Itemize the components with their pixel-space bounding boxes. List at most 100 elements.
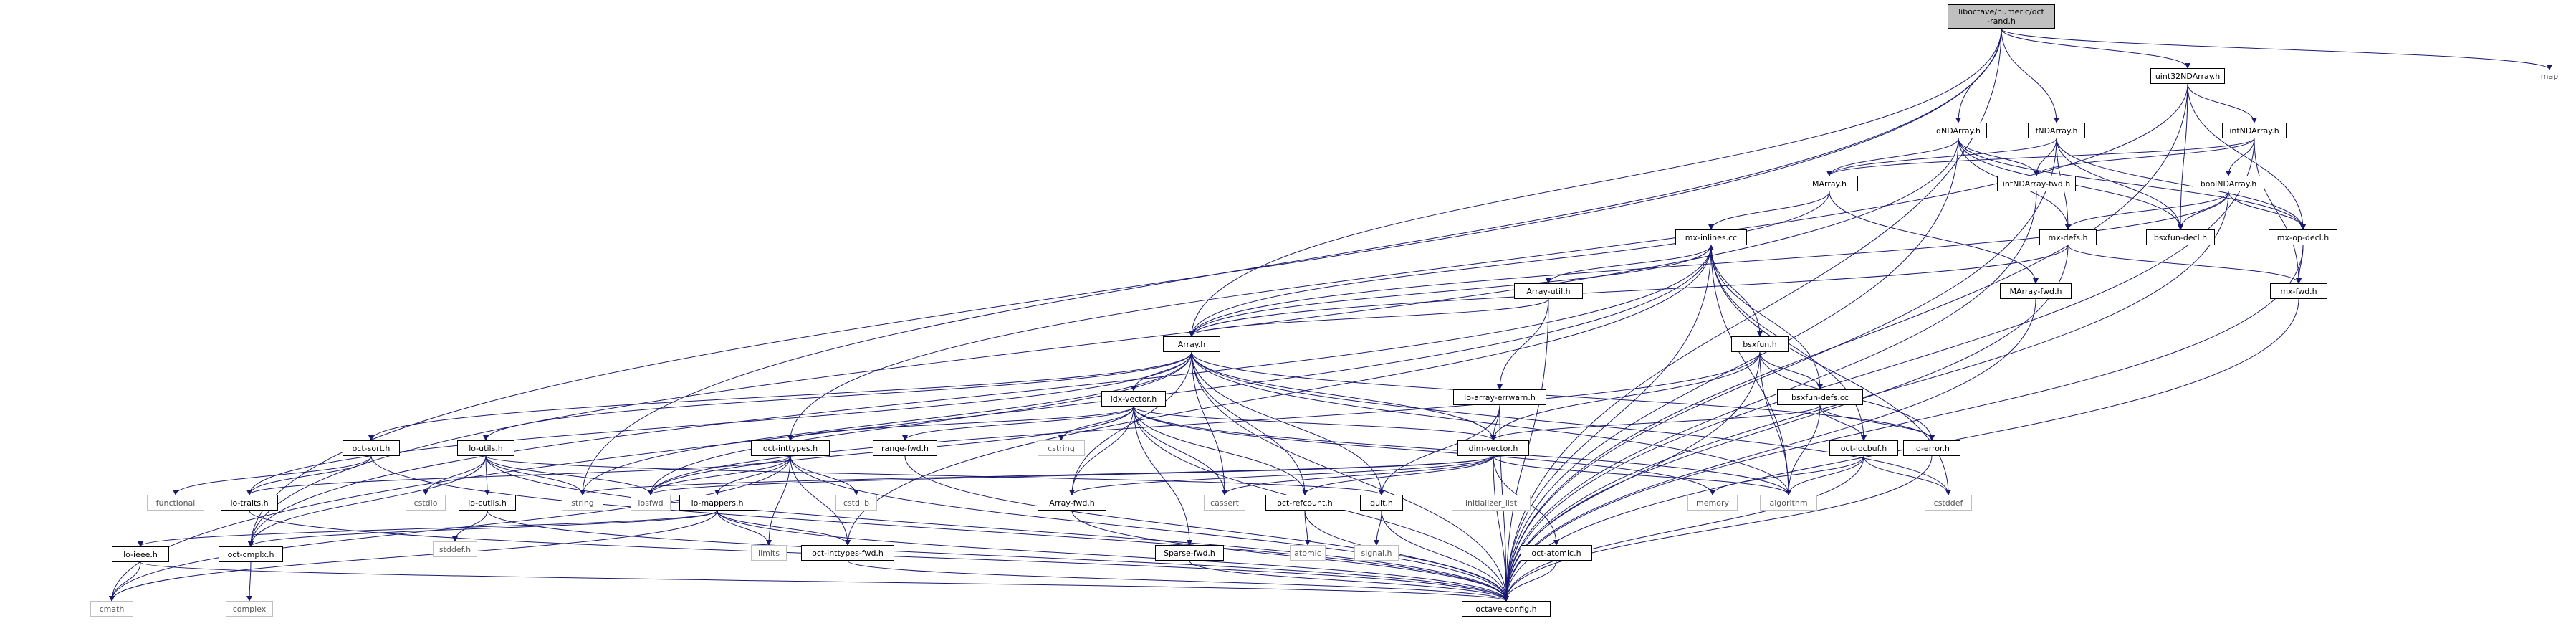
edge-oct-inttypes-h-to-oct-inttypes-fwd-h	[790, 455, 851, 546]
edge-dndarray-h-to-octave-config-h	[1503, 138, 1959, 602]
node-map[interactable]: map	[2532, 70, 2567, 82]
edge-lo-utils-h-to-lo-cutils-h	[484, 455, 490, 495]
node-marray-fwd-h[interactable]: MArray-fwd.h	[2000, 283, 2072, 299]
node-oct-cmplx-h[interactable]: oct-cmplx.h	[219, 546, 283, 562]
node-limits[interactable]: limits	[751, 545, 787, 561]
edge-lo-utils-h-to-octave-config-h	[485, 455, 1509, 602]
node-fndarray-h[interactable]: fNDArray.h	[2028, 123, 2085, 138]
node-functional[interactable]: functional	[147, 495, 204, 511]
edge-boolndarray-h-to-mx-defs-h	[2065, 191, 2229, 230]
edge-uint32ndarray-h-to-bsxfun-decl-h	[2178, 83, 2188, 230]
node-lo-error-h[interactable]: lo-error.h	[1903, 440, 1960, 456]
node-lo-utils-h[interactable]: lo-utils.h	[457, 440, 514, 456]
edge-uint32ndarray-h-to-octave-config-h	[1503, 83, 2188, 602]
edge-oct-sort-h-to-functional	[173, 455, 372, 495]
node-array-util-h[interactable]: Array-util.h	[1514, 283, 1583, 299]
node-initializer-list[interactable]: initializer_list	[1452, 495, 1531, 511]
node-signal-h[interactable]: signal.h	[1354, 545, 1399, 561]
node-string[interactable]: string	[562, 495, 603, 511]
node-stddef-h[interactable]: stddef.h	[433, 541, 477, 557]
edge-dim-vector-h-to-octave-config-h	[1493, 455, 1509, 602]
edge-oct-inttypes-h-to-octave-config-h	[790, 455, 1509, 602]
node-algorithm[interactable]: algorithm	[1760, 495, 1817, 511]
edge-dndarray-h-to-mx-op-decl-h	[1958, 138, 2306, 230]
edge-boolndarray-h-to-octave-config-h	[1503, 191, 2229, 602]
edge-lo-mappers-h-to-oct-cmplx-h	[248, 510, 718, 547]
edge-array-h-to-algorithm	[1191, 351, 1791, 495]
node-bsxfun-h[interactable]: bsxfun.h	[1731, 336, 1789, 352]
node-oct-inttypes-h[interactable]: oct-inttypes.h	[751, 440, 830, 456]
node-oct-rand-h[interactable]: liboctave/numeric/oct -rand.h	[1948, 4, 2055, 29]
edge-bsxfun-defs-cc-to-dim-vector-h	[1490, 404, 1821, 441]
edge-oct-sort-h-to-lo-traits-h	[246, 455, 372, 495]
edge-intndarray-h-to-intndarray-fwd-h	[2034, 138, 2255, 176]
node-oct-refcount-h[interactable]: oct-refcount.h	[1265, 495, 1344, 511]
node-cstring[interactable]: cstring	[1038, 440, 1085, 456]
node-mx-defs-h[interactable]: mx-defs.h	[2039, 229, 2097, 245]
node-intndarray-fwd-h[interactable]: intNDArray-fwd.h	[1997, 176, 2076, 191]
edge-marray-h-to-marray-fwd-h	[1829, 191, 2039, 284]
node-memory[interactable]: memory	[1687, 495, 1738, 511]
edge-idx-vector-h-to-array-fwd-h	[1069, 406, 1134, 495]
node-bsxfun-decl-h[interactable]: bsxfun-decl.h	[2146, 229, 2215, 245]
node-idx-vector-h[interactable]: idx-vector.h	[1101, 391, 1166, 407]
node-oct-sort-h[interactable]: oct-sort.h	[343, 440, 400, 456]
edge-array-fwd-h-to-octave-config-h	[1071, 510, 1509, 602]
node-marray-h[interactable]: MArray.h	[1801, 176, 1858, 191]
edge-oct-inttypes-h-to-cstdlib	[790, 455, 859, 495]
node-array-fwd-h[interactable]: Array-fwd.h	[1038, 495, 1106, 511]
node-lo-cutils-h[interactable]: lo-cutils.h	[459, 495, 516, 511]
node-cstdio[interactable]: cstdio	[406, 495, 446, 511]
node-cmath[interactable]: cmath	[90, 601, 133, 617]
edge-array-h-to-iosfwd	[648, 351, 1192, 495]
node-oct-locbuf-h[interactable]: oct-locbuf.h	[1829, 440, 1898, 456]
node-cstddef[interactable]: cstddef	[1925, 495, 1972, 511]
node-lo-mappers-h[interactable]: lo-mappers.h	[679, 495, 755, 511]
node-range-fwd-h[interactable]: range-fwd.h	[873, 440, 937, 456]
node-mx-fwd-h[interactable]: mx-fwd.h	[2270, 283, 2327, 299]
edge-oct-rand-h-to-fndarray-h	[2001, 28, 2059, 123]
edge-uint32ndarray-h-to-intndarray-h	[2187, 83, 2257, 123]
edge-mx-inlines-cc-to-array-util-h	[1546, 245, 1712, 284]
node-bsxfun-defs-cc[interactable]: bsxfun-defs.cc	[1777, 389, 1863, 405]
node-dim-vector-h[interactable]: dim-vector.h	[1457, 440, 1529, 456]
node-array-h[interactable]: Array.h	[1163, 336, 1220, 352]
edge-mx-op-decl-h-to-octave-config-h	[1503, 245, 2304, 602]
edge-uint32ndarray-h-to-mx-op-decl-h	[2187, 83, 2306, 230]
node-mx-inlines-cc[interactable]: mx-inlines.cc	[1675, 229, 1747, 245]
node-quit-h[interactable]: quit.h	[1360, 495, 1403, 511]
node-sparse-fwd-h[interactable]: Sparse-fwd.h	[1155, 545, 1224, 561]
node-cstdlib[interactable]: cstdlib	[835, 495, 877, 511]
edge-array-util-h-to-array-h	[1189, 298, 1549, 337]
edge-oct-rand-h-to-oct-cmplx-h	[248, 28, 2002, 547]
edge-oct-locbuf-h-to-cstddef	[1863, 455, 1951, 495]
edge-lo-mappers-h-to-limits	[717, 510, 772, 546]
edge-lo-utils-h-to-oct-cmplx-h	[248, 455, 487, 547]
node-dndarray-h[interactable]: dNDArray.h	[1930, 123, 1987, 138]
node-mx-op-decl-h[interactable]: mx-op-decl.h	[2269, 229, 2337, 245]
node-iosfwd[interactable]: iosfwd	[631, 495, 671, 511]
node-uint32ndarray-h[interactable]: uint32NDArray.h	[2150, 68, 2225, 84]
node-lo-array-errwarn-h[interactable]: lo-array-errwarn.h	[1453, 389, 1546, 405]
node-boolndarray-h[interactable]: boolNDArray.h	[2193, 176, 2264, 191]
edge-array-h-to-quit-h	[1191, 351, 1384, 495]
node-oct-atomic-h[interactable]: oct-atomic.h	[1521, 545, 1592, 561]
edge-oct-inttypes-h-to-lo-mappers-h	[714, 455, 791, 495]
edge-mx-inlines-cc-to-array-h	[1189, 245, 1712, 337]
node-cassert[interactable]: cassert	[1204, 495, 1245, 511]
node-oct-inttypes-fwd-h[interactable]: oct-inttypes-fwd.h	[801, 545, 894, 561]
node-intndarray-h[interactable]: intNDArray.h	[2222, 123, 2287, 138]
edge-fndarray-h-to-mx-op-decl-h	[2056, 138, 2306, 230]
edge-oct-rand-h-to-string	[580, 28, 2002, 495]
edge-mx-inlines-cc-to-bsxfun-h	[1710, 245, 1763, 337]
node-lo-traits-h[interactable]: lo-traits.h	[221, 495, 278, 511]
node-complex[interactable]: complex	[226, 601, 273, 617]
node-lo-ieee-h[interactable]: lo-ieee.h	[112, 546, 169, 562]
edge-idx-vector-h-to-cstring	[1058, 406, 1134, 441]
edge-idx-vector-h-to-sparse-fwd-h	[1133, 406, 1192, 546]
edge-bsxfun-defs-cc-to-lo-error-h	[1819, 404, 1935, 441]
node-octave-config-h[interactable]: octave-config.h	[1462, 601, 1551, 617]
node-atomic[interactable]: atomic	[1290, 545, 1326, 561]
edge-oct-inttypes-h-to-iosfwd	[648, 455, 791, 495]
